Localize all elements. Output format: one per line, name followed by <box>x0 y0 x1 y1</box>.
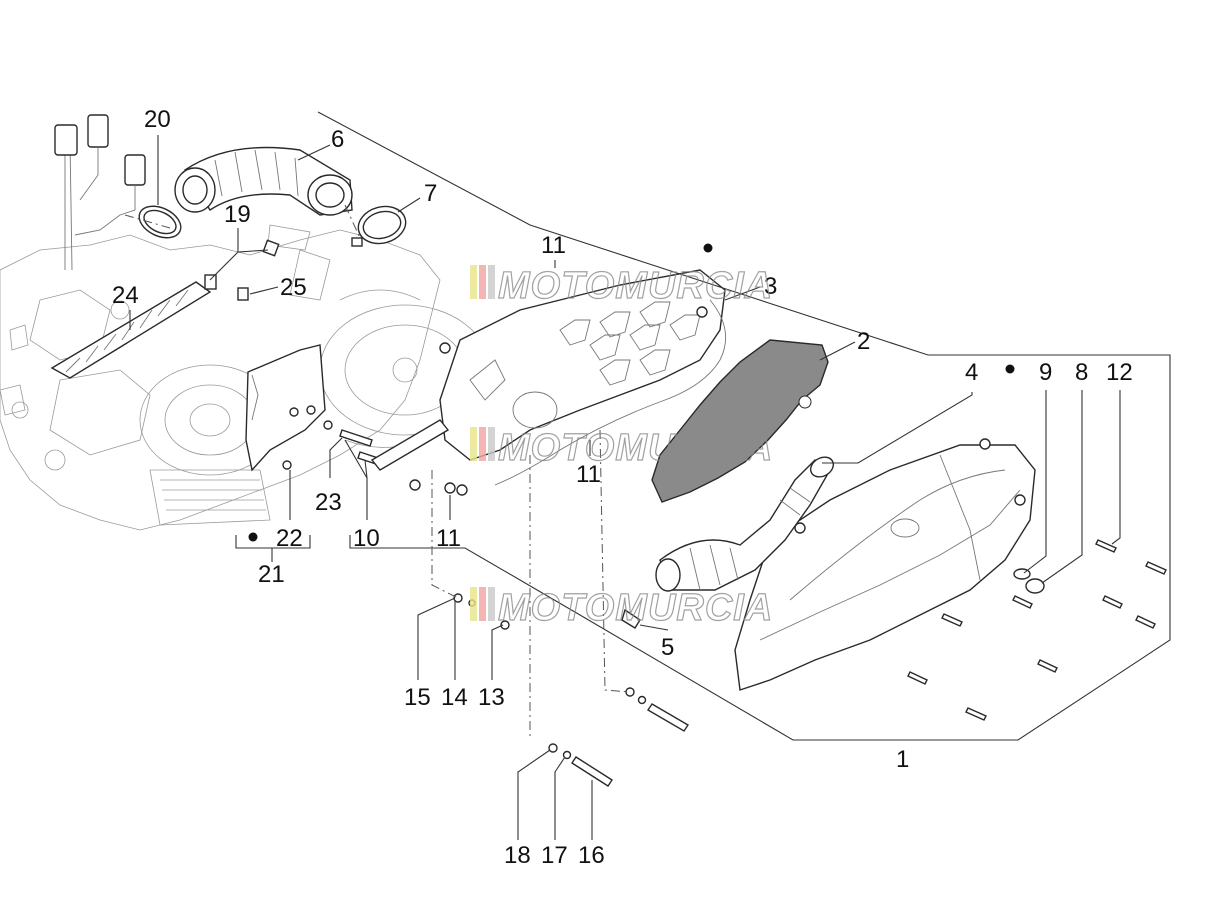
callout-2: 2 <box>857 328 870 355</box>
leader-lines <box>129 111 1171 840</box>
watermark-stripe <box>479 427 486 461</box>
callout-6: 6 <box>331 126 344 153</box>
callout-12: 12 <box>1106 359 1133 386</box>
callout-7: 7 <box>424 180 437 207</box>
callout-15: 15 <box>404 684 431 711</box>
hose-clamp-20 <box>138 205 182 239</box>
callout-16: 16 <box>578 842 605 869</box>
callout-9: 9 <box>1039 359 1052 386</box>
watermark-stripe <box>479 265 486 299</box>
callout-22: 22 <box>276 525 303 552</box>
watermark-text: MOTOMURCIA <box>498 265 773 307</box>
intake-duct-part <box>621 456 835 629</box>
callout-18: 18 <box>504 842 531 869</box>
callout-24: 24 <box>112 282 139 309</box>
watermark-stripe <box>470 587 477 621</box>
watermark-text: MOTOMURCIA <box>498 587 773 629</box>
watermark-stripe <box>470 265 477 299</box>
callout-3: 3 <box>764 273 777 300</box>
callout-14: 14 <box>441 684 468 711</box>
callout-23: 23 <box>315 489 342 516</box>
screws-group <box>248 243 1167 787</box>
callout-4: 4 <box>965 359 978 386</box>
spiral-hose-part <box>50 281 212 379</box>
bracket-part <box>245 344 326 472</box>
filter-housing-part <box>439 269 727 486</box>
watermark-middle: MOTOMURCIA <box>470 426 773 470</box>
callout-5: 5 <box>661 634 674 661</box>
watermark-stripe <box>488 265 495 299</box>
watermark-bottom: MOTOMURCIA <box>470 586 773 630</box>
callout-25: 25 <box>280 274 307 301</box>
callout-21: 21 <box>258 561 285 588</box>
watermark-text: MOTOMURCIA <box>498 427 773 469</box>
callout-19: 19 <box>224 201 251 228</box>
outer-cover-part <box>734 438 1036 691</box>
clip-parts <box>204 239 280 301</box>
intake-sleeve-part <box>174 146 353 216</box>
callout-17: 17 <box>541 842 568 869</box>
callout-labels: 1 2 3 4 5 6 7 8 9 10 11 11 11 12 13 14 1… <box>112 106 1133 869</box>
callout-1: 1 <box>896 746 909 773</box>
callout-11-top: 11 <box>541 232 566 259</box>
assembly-dash-lines <box>124 204 631 740</box>
callout-8: 8 <box>1075 359 1088 386</box>
callout-11-bottom: 11 <box>436 525 461 552</box>
watermark-stripe <box>479 587 486 621</box>
watermark-stripe <box>488 587 495 621</box>
callout-13: 13 <box>478 684 505 711</box>
filter-element-part <box>651 339 829 503</box>
hose-clamp-7 <box>351 205 407 247</box>
watermark-stripe <box>470 427 477 461</box>
watermark-top: MOTOMURCIA <box>470 264 773 308</box>
callout-10: 10 <box>353 525 380 552</box>
watermark-stripe <box>488 427 495 461</box>
callout-11-middle: 11 <box>576 461 601 488</box>
callout-20: 20 <box>144 106 171 133</box>
